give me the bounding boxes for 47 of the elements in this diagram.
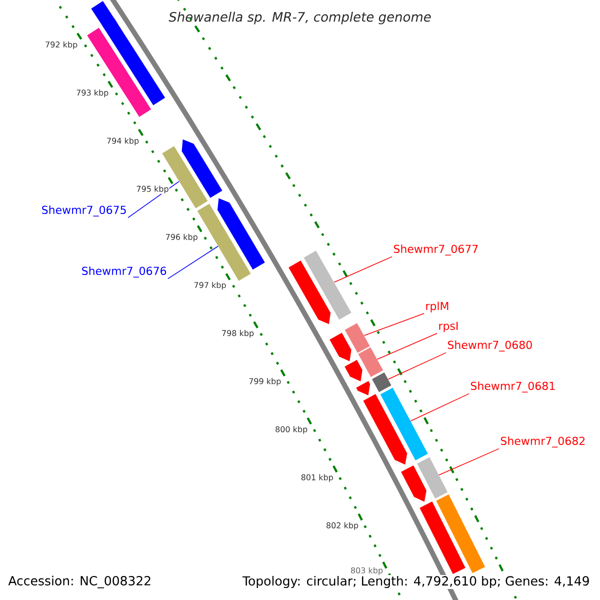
gene-block xyxy=(217,198,265,270)
leader-line xyxy=(410,393,470,422)
tick-label: 799 kbp xyxy=(248,378,282,386)
gene-label: Shewmr7_0680 xyxy=(448,340,532,352)
gene-block xyxy=(356,381,370,396)
gene-block xyxy=(401,465,426,502)
gene-block xyxy=(330,332,352,362)
gene-label: rpsI xyxy=(439,322,458,332)
gene-bar xyxy=(197,204,251,281)
leader-line xyxy=(364,313,424,336)
leader-line xyxy=(376,332,438,360)
tick-label: 803 kbp xyxy=(350,566,384,576)
gene-bar xyxy=(372,372,392,392)
leader-line xyxy=(438,448,500,476)
tick-label: 795 kbp xyxy=(136,185,170,194)
gene-bar xyxy=(436,494,486,574)
gene-bar xyxy=(344,323,370,353)
tick-label: 802 kbp xyxy=(325,522,360,530)
leader-line xyxy=(334,256,392,283)
gene-block xyxy=(420,502,466,574)
gene-label: Shewmr7_0682 xyxy=(500,436,585,448)
gene-label: Shewmr7_0675 xyxy=(42,206,126,216)
accession-text: Accession: NC_008322 xyxy=(8,576,150,588)
tick-label: 794 kbp xyxy=(106,137,140,146)
tick-label: 792 kbp xyxy=(44,40,78,50)
gene-bar xyxy=(417,457,448,499)
gene-block xyxy=(363,394,408,465)
gene-block xyxy=(182,139,222,198)
tick-label: 798 kbp xyxy=(220,329,255,338)
leader-line xyxy=(168,246,218,280)
gene-label: Shewmr7_0677 xyxy=(394,244,478,256)
topology-text: Topology: circular; Length: 4,792,610 bp; Genes: 4,149 xyxy=(241,574,591,590)
gene-bar xyxy=(380,388,428,460)
gene-label: Shewmr7_0681 xyxy=(470,382,555,392)
gene-label: rplM xyxy=(426,302,448,312)
leader-line xyxy=(388,352,446,380)
title: Shewanella sp. MR-7, complete genome xyxy=(168,12,431,24)
gene-bar xyxy=(358,347,384,377)
tick-label: 800 kbp xyxy=(274,426,308,434)
gene-block xyxy=(288,260,331,324)
tick-label: 797 kbp xyxy=(193,281,227,290)
gene-bar xyxy=(304,250,352,320)
gene-label: Shewmr7_0676 xyxy=(82,266,166,278)
tick-label: 796 kbp xyxy=(164,233,198,242)
gene-block xyxy=(344,360,362,382)
tick-label: 801 kbp xyxy=(300,474,334,482)
tick-label: 793 kbp xyxy=(76,88,110,98)
